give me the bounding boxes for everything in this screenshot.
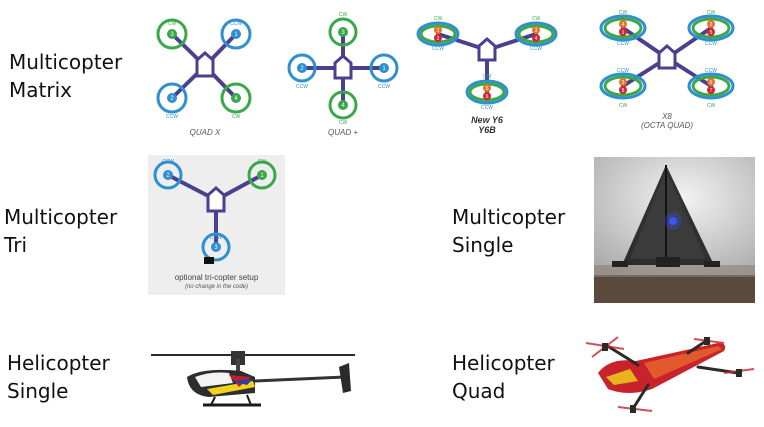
motor-number: 1	[234, 32, 238, 38]
rotation-label: CCW	[378, 84, 390, 90]
rotation-label: CW	[232, 114, 241, 120]
diagram-caption: New Y6	[471, 115, 503, 125]
rotation-label: CCW	[617, 68, 629, 74]
rotation-label: CCW	[530, 46, 542, 52]
motor-number: 4	[341, 103, 345, 109]
rotation-label: CCW	[210, 235, 222, 241]
motor-number: 2	[170, 96, 174, 102]
rotation-label: CW	[258, 159, 267, 165]
rotation-label: CCW	[296, 84, 308, 90]
motor-number: 7	[710, 88, 713, 94]
diagram-caption: Y6B	[478, 125, 496, 135]
diagram-caption: QUAD +	[327, 128, 358, 137]
motor-number: 2	[300, 66, 304, 72]
rotation-label: CW	[483, 74, 492, 80]
rotation-label: CW	[434, 16, 443, 22]
rotation-label: CW	[339, 120, 348, 126]
diagram-caption: QUAD X	[189, 128, 221, 137]
single-copter-image	[594, 157, 755, 303]
motor-number: 5	[486, 86, 489, 92]
motor-number: 1	[260, 173, 264, 179]
motor-number: 2	[710, 22, 713, 28]
motor-number: 3	[214, 245, 218, 251]
motor-number: 1	[382, 66, 386, 72]
x8-drawing: 4 1 2 5 3 8 6 7 CW CCW CW CCW CCW CW CCW…	[599, 10, 735, 109]
motor-ring	[156, 18, 252, 114]
diagram-caption: (OCTA QUAD)	[641, 121, 693, 130]
helicopter-single-photo	[143, 347, 360, 415]
quad-plus-diagram: 3 4 2 1 CW CW CCW CCW QUAD +	[284, 10, 402, 138]
motor-number: 4	[234, 96, 238, 102]
rotation-label: CW	[339, 12, 348, 18]
rotation-label: CCW	[617, 41, 629, 47]
label-multicopter-tri: Multicopter Tri	[4, 203, 117, 259]
y6-diagram: 1 2 3 4 5 6 CW CCW CW CCW CW CCW New Y6 …	[412, 8, 562, 140]
label-line: Helicopter	[452, 351, 555, 375]
motor-number: 2	[437, 36, 440, 42]
quad-plus-drawing: 3 4 2 1 CW CW CCW CCW	[287, 12, 399, 126]
quad-helicopter-image	[585, 336, 755, 413]
x8-diagram: 4 1 2 5 3 8 6 7 CW CCW CW CCW CCW CW CCW…	[588, 8, 746, 140]
y6-drawing: 1 2 3 4 5 6 CW CCW CW CCW CW CCW	[416, 16, 558, 111]
multicopter-single-photo	[594, 157, 755, 303]
diagram-caption: optional tri-copter setup	[174, 273, 259, 282]
motor-number: 2	[166, 173, 170, 179]
tricopter-drawing: 2 1 3 CCW CW CCW	[153, 159, 277, 264]
motor-number: 4	[535, 36, 538, 42]
motor-number: 4	[622, 22, 625, 28]
rotation-label: CW	[532, 16, 541, 22]
label-line: Quad	[452, 379, 506, 403]
servo-icon	[204, 257, 214, 264]
rotation-label: CCW	[230, 21, 242, 27]
label-line: Tri	[4, 233, 28, 257]
rotation-label: CCW	[166, 114, 178, 120]
rotation-label: CW	[619, 103, 628, 109]
motor-number: 3	[170, 32, 174, 38]
motor-number: 1	[622, 30, 625, 36]
label-helicopter-single: Helicopter Single	[7, 349, 110, 405]
tricopter-diagram: 2 1 3 CCW CW CCW optional tri-copter set…	[148, 155, 285, 295]
rotation-label: CCW	[432, 46, 444, 52]
label-line: Single	[452, 233, 514, 257]
motor-number: 3	[341, 30, 345, 36]
rotation-label: CCW	[162, 159, 174, 165]
label-line: Multicopter	[4, 205, 118, 229]
motor-number: 5	[710, 30, 713, 36]
quad-x-drawing: 3 1 2 4 CW CCW CCW CW	[156, 18, 252, 120]
label-line: Multicopter	[9, 50, 123, 74]
motor-number: 1	[437, 28, 440, 34]
label-line: Helicopter	[7, 351, 110, 375]
label-line: Single	[7, 379, 69, 403]
motor-number: 6	[486, 94, 489, 100]
motor-number: 3	[535, 28, 538, 34]
rotation-label: CW	[707, 10, 716, 16]
rotation-label: CCW	[481, 105, 493, 111]
quad-x-diagram: 3 1 2 4 CW CCW CCW CW QUAD X	[146, 10, 264, 138]
motor-number: 8	[622, 88, 625, 94]
rotation-label: CCW	[705, 41, 717, 47]
rotation-label: CW	[168, 21, 177, 27]
rotation-label: CCW	[705, 68, 717, 74]
label-line: Multicopter	[452, 205, 566, 229]
helicopter-quad-photo	[578, 333, 756, 417]
label-helicopter-quad: Helicopter Quad	[452, 349, 555, 405]
label-multicopter-single: Multicopter Single	[452, 203, 565, 259]
diagram-caption: X8	[662, 112, 672, 121]
label-line: Matrix	[9, 78, 72, 102]
rotation-label: CW	[707, 103, 716, 109]
diagram-caption: (no change in the code)	[184, 284, 249, 290]
helicopter-image	[151, 351, 355, 407]
motor-number: 3	[622, 80, 625, 86]
label-multicopter-matrix: Multicopter Matrix	[9, 48, 122, 104]
rotation-label: CW	[619, 10, 628, 16]
motor-number: 6	[710, 80, 713, 86]
